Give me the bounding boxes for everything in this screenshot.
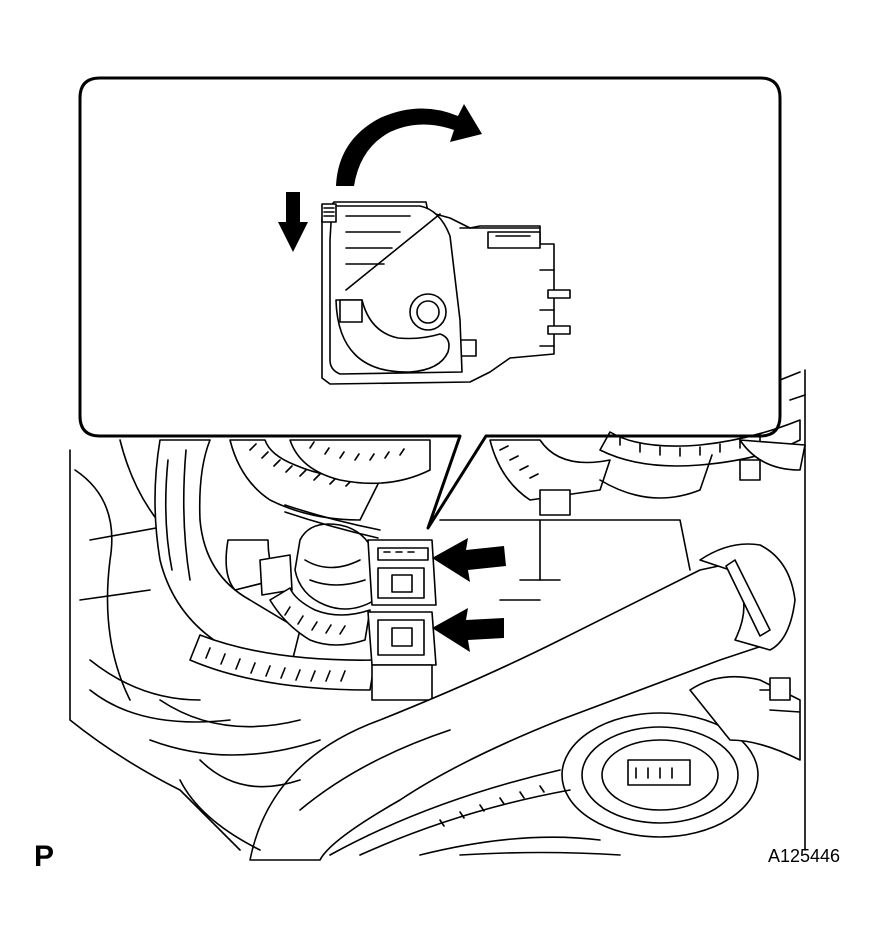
curved-arrow-right-icon bbox=[336, 104, 482, 186]
arrow-down-icon bbox=[278, 192, 308, 252]
figure-id: A125446 bbox=[768, 846, 841, 866]
connector-housing-upper bbox=[367, 539, 437, 606]
corner-letter: P bbox=[34, 840, 55, 873]
arrow-left-icon bbox=[432, 538, 506, 582]
inset-connector bbox=[321, 201, 571, 385]
radiator-hose bbox=[249, 543, 796, 861]
connector-housing-lower bbox=[367, 611, 437, 666]
pulley bbox=[561, 712, 759, 838]
inset-detail-view bbox=[78, 76, 782, 530]
arrow-left-icon bbox=[432, 608, 504, 652]
engine-bay-scene bbox=[69, 369, 806, 861]
